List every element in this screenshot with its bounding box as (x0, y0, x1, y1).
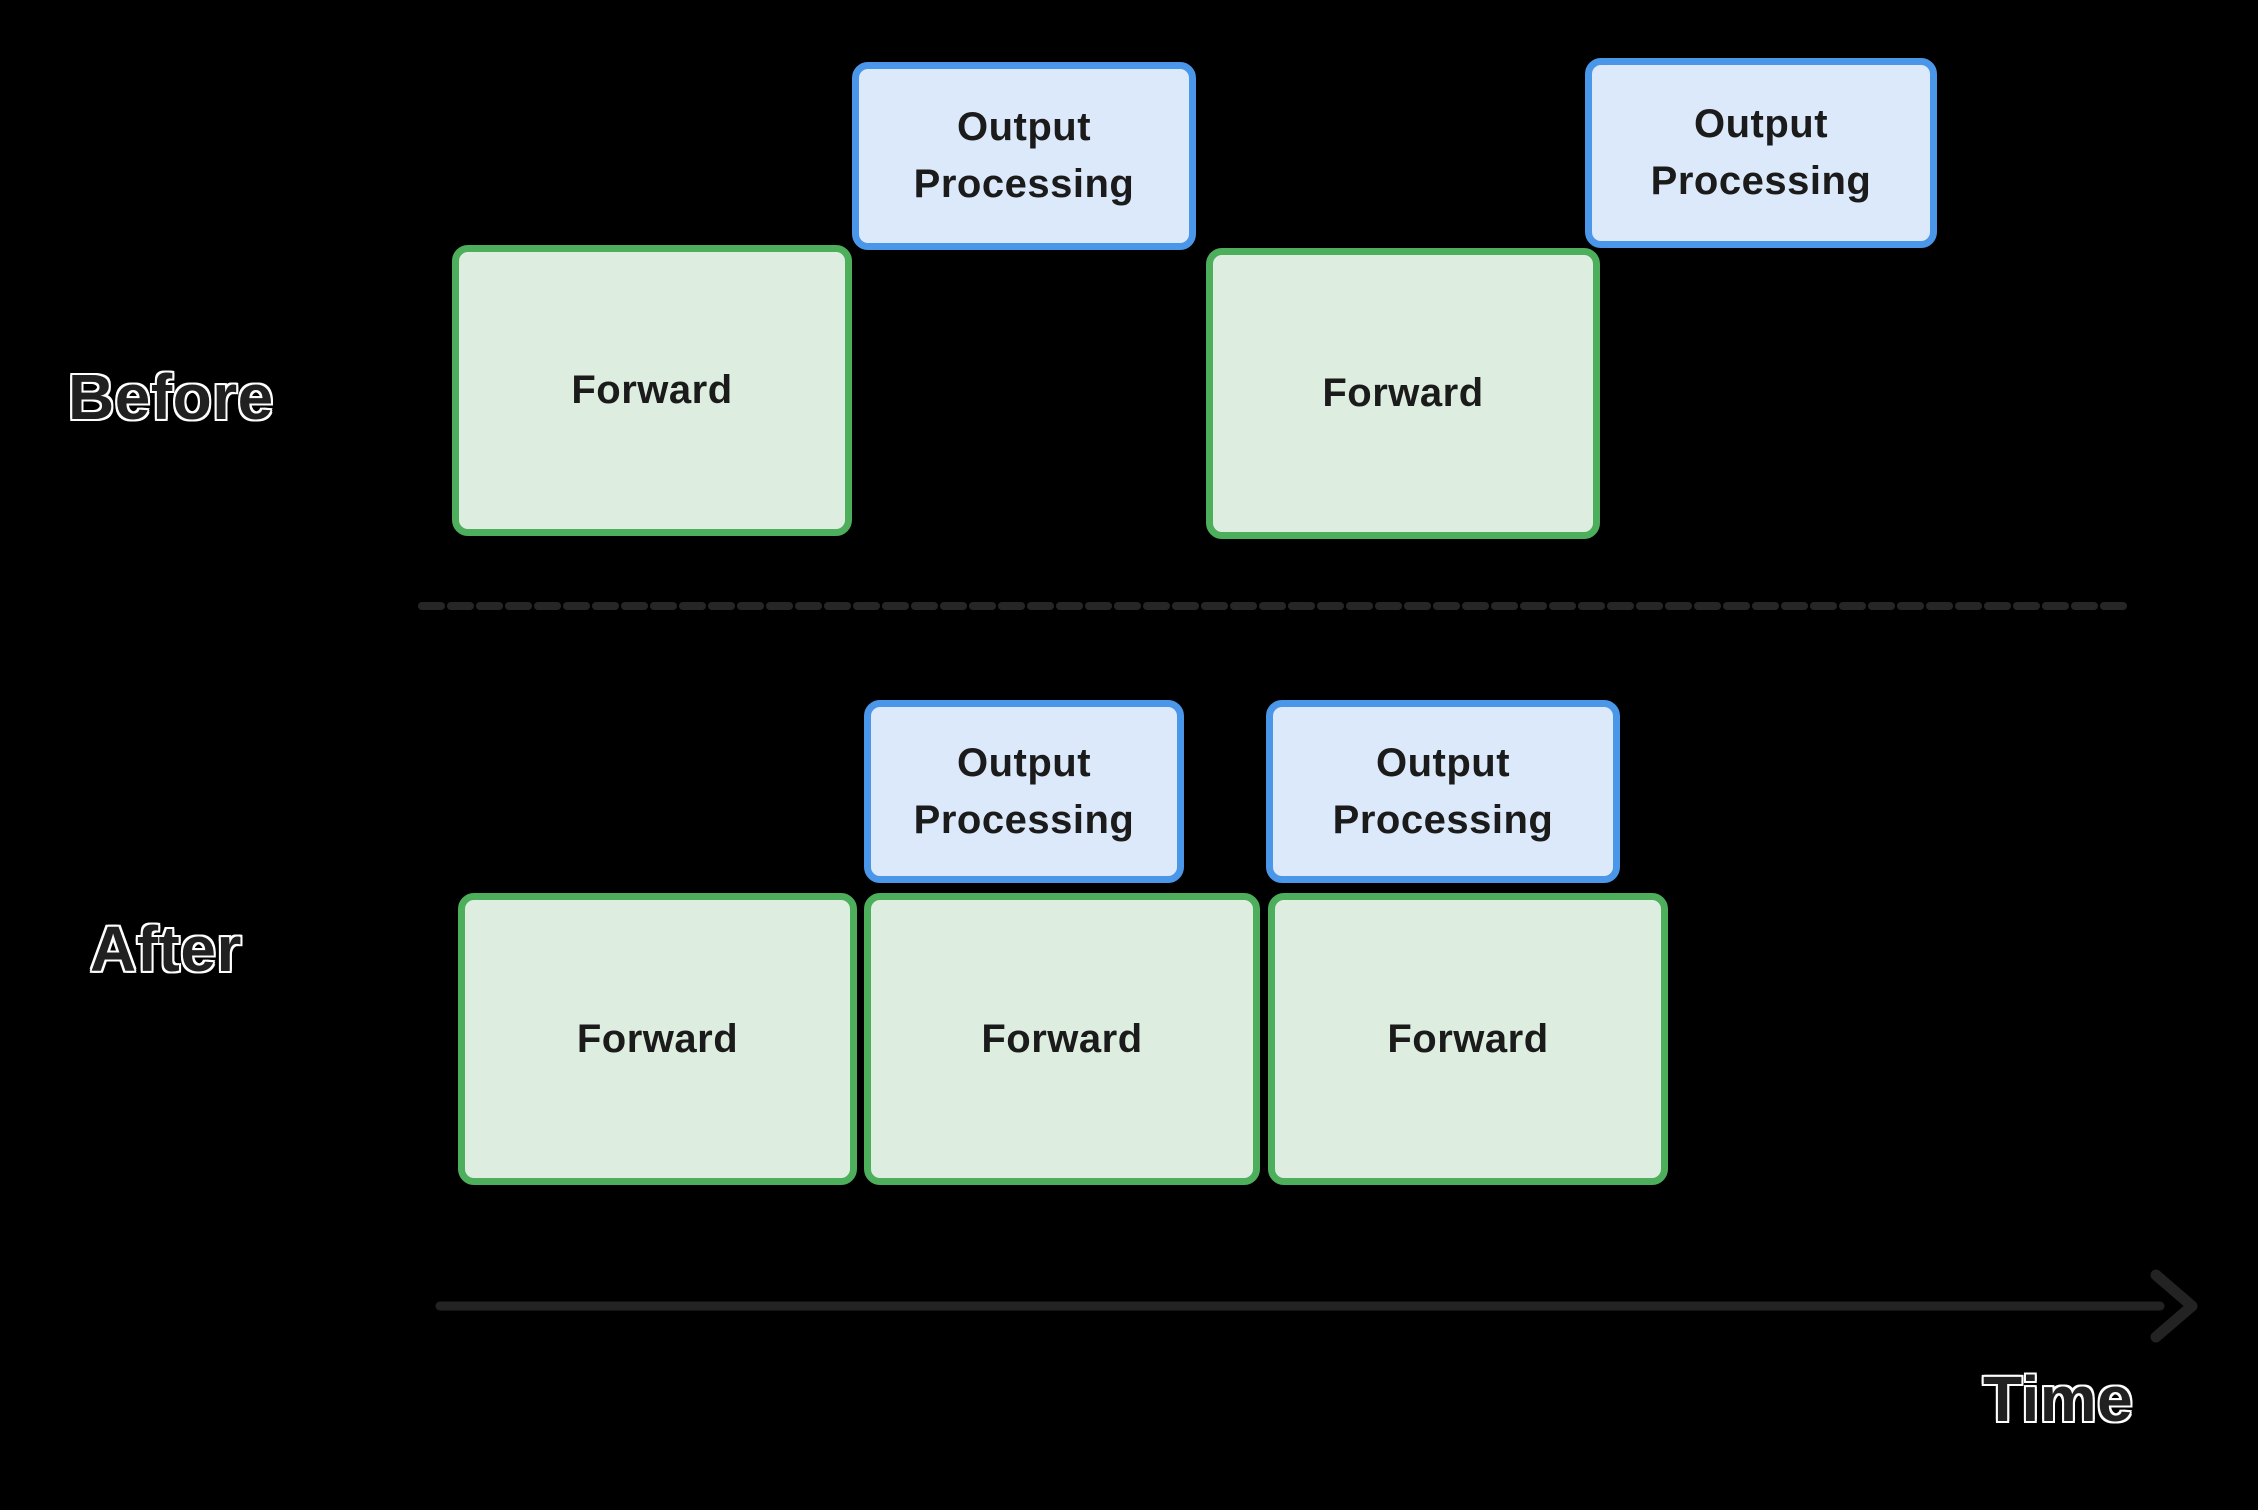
before-output-processing-block-2: Output Processing (1585, 58, 1937, 248)
output-processing-block-label: Output Processing (913, 740, 1135, 842)
output-processing-block-label: Output Processing (1332, 740, 1554, 842)
before-output-processing-block-1: Output Processing (852, 62, 1196, 250)
forward-block-label: Forward (981, 1016, 1143, 1061)
time-axis-label: Time (1983, 1363, 2134, 1435)
output-processing-block-label: Output Processing (1650, 102, 1872, 203)
forward-block-label: Forward (1322, 371, 1484, 416)
before-row-label: Before (68, 361, 274, 433)
after-forward-block-2: Forward (864, 893, 1260, 1185)
before-forward-block-1: Forward (452, 245, 852, 536)
time-axis-arrow (435, 1269, 2198, 1343)
after-output-processing-block-2: Output Processing (1266, 700, 1620, 883)
after-forward-block-1: Forward (458, 893, 857, 1185)
forward-block-label: Forward (571, 368, 733, 413)
after-forward-block-3: Forward (1268, 893, 1668, 1185)
forward-block-label: Forward (576, 1016, 739, 1061)
after-row-label: After (90, 913, 242, 985)
after-output-processing-block-1: Output Processing (864, 700, 1184, 883)
before-forward-block-2: Forward (1206, 248, 1600, 539)
output-processing-block-label: Output Processing (913, 105, 1135, 206)
forward-block-label: Forward (1387, 1016, 1549, 1061)
row-divider-dashed-line (418, 602, 2130, 610)
